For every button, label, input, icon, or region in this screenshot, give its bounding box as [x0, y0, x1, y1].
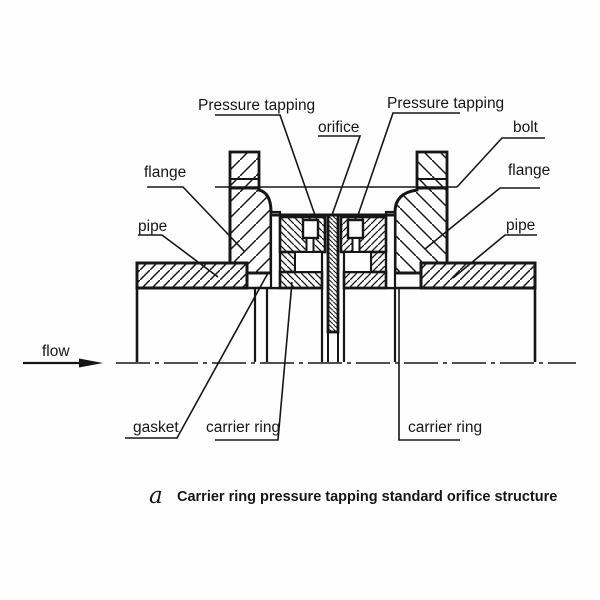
flow-arrow-icon: [23, 358, 103, 368]
orifice-plate-section: [326, 213, 340, 362]
leader-flange-left: [147, 186, 246, 253]
label-flange-left: flange: [144, 164, 186, 181]
flange-right-section: [393, 186, 449, 275]
pressure-tapping-slot-right: [346, 218, 365, 240]
pipe-left-section: [135, 261, 249, 362]
bolt-right: [415, 150, 449, 190]
leader-lines: [125, 112, 545, 441]
leader-flange-right: [424, 187, 540, 250]
leader-orifice: [318, 135, 362, 216]
pipe-right-section: [419, 261, 537, 362]
leader-gasket: [125, 272, 269, 439]
leader-pressure-tapping-right: [356, 112, 460, 219]
label-pipe-left: pipe: [138, 218, 167, 235]
label-carrier-ring-right: carrier ring: [408, 419, 482, 436]
caption: a Carrier ring pressure tapping standard…: [149, 483, 557, 509]
caption-index: a: [149, 483, 163, 509]
label-bolt: bolt: [513, 119, 539, 136]
carrier-ring-left-section: [278, 215, 327, 290]
gasket-right-section: [384, 210, 397, 290]
carrier-ring-right-section: [339, 215, 388, 290]
pressure-tapping-slot-left: [301, 218, 320, 240]
label-pressure-tapping-left: Pressure tapping: [198, 97, 315, 114]
bore-projection-lines: [253, 252, 397, 362]
label-pressure-tapping-right: Pressure tapping: [387, 95, 504, 112]
label-flange-right: flange: [508, 162, 550, 179]
label-pipe-right: pipe: [506, 217, 535, 234]
leader-pressure-tapping-left: [215, 114, 317, 219]
label-carrier-ring-left: carrier ring: [206, 419, 280, 436]
label-gasket: gasket: [133, 419, 179, 436]
leader-pipe-right: [452, 234, 537, 279]
label-orifice: orifice: [318, 119, 359, 136]
flange-left-section: [228, 186, 273, 275]
leader-pipe-left: [138, 234, 219, 278]
leader-carrier-ring-left: [215, 281, 293, 441]
leader-bolt: [456, 137, 545, 188]
bolt-left: [228, 150, 261, 190]
label-flow: flow: [42, 343, 70, 360]
caption-text: Carrier ring pressure tapping standard o…: [177, 489, 557, 505]
leader-carrier-ring-right: [398, 288, 460, 441]
gasket-left-section: [269, 210, 282, 290]
